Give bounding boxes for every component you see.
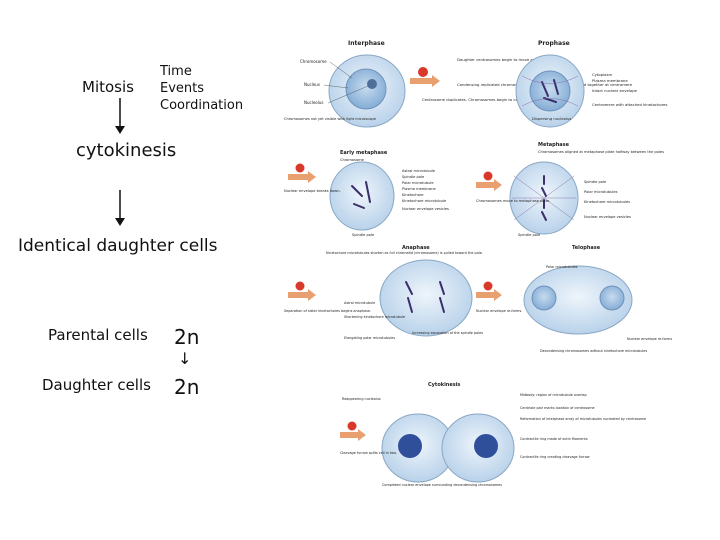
stage-title-metaphase: Metaphase [538,142,570,148]
telophase-nucleus-left [531,285,557,311]
telophase-nucleus-right [599,285,625,311]
identical-daughter-cells-label: Identical daughter cells [18,236,218,256]
label-nucleus: Nucleus [304,82,320,87]
events-item: Events [160,81,205,96]
label-centriole-pair: Centriole pair marks location of centros… [520,406,595,410]
label-m-spindle-pole: Spindle pole [584,180,607,184]
cytokinesis-nucleus-left [398,434,422,458]
label-increasing-separation: Increasing separation of the spindle pol… [412,331,483,335]
label-daughter-centrosomes: Daughter centrosomes begin to move apart… [457,57,542,62]
label-separation-sister-kinetochores: Separation of sister kinetochores begins… [284,309,371,313]
cytokinesis-label: cytokinesis [76,140,177,161]
cytokinesis-nucleus-right [474,434,498,458]
mitosis-stages-figure: Interphase Chromosome Nucleus Nucleolus … [284,40,672,487]
label-completed-nuclear-envelope: Completed nuclear envelope surrounding d… [382,483,502,487]
label-decondensing-chromosomes: Decondensing chromosomes without kinetoc… [540,349,647,353]
step-badge-5 [483,281,493,291]
label-polar-microtubules: Polar microtubules [584,190,618,194]
cytokinesis-arrowhead [115,218,125,226]
interphase-nucleus [345,68,387,110]
parental-cells-label: Parental cells [48,326,148,344]
time-events-coordination-list: Time Events Coordination [160,63,243,114]
label-kinetochore-microtubules-shorten: Kinetochore microtubules shorten as full… [326,251,483,255]
label-chromosome: Chromosome [300,59,327,64]
coordination-item: Coordination [160,98,244,113]
transition-arrow-3 [476,179,502,191]
label-cleavage-furrow-splits: Cleavage furrow splits cell in two. [340,451,397,455]
step-badge-2 [295,163,305,173]
label-reformation-interphase-array: Reformation of interphase array of micro… [520,417,646,421]
label-intact-nuclear-envelope: Intact nuclear envelope [592,88,638,93]
label-cytoplasm: Cytoplasm [592,72,612,77]
ploidy-down-arrow: ↓ [178,349,192,368]
transition-arrow-5 [476,289,502,301]
parental-ploidy: 2n [174,325,200,349]
label-aligned-metaphase-plate: Chromosomes aligned at metaphase plate h… [538,150,664,154]
label-m-nuclear-envelope-vesicles: Nuclear envelope vesicles [584,215,631,219]
label-m-spindle-pole-bottom: Spindle pole [518,233,541,237]
label-em-chromosome: Chromosome [340,158,365,162]
label-em-plasma-membrane: Plasma membrane [402,187,437,191]
label-kinetochore: Kinetochore [402,193,424,197]
stage-title-anaphase: Anaphase [402,245,430,251]
label-elongating-polar-microtubules: Elongating polar microtubules [344,336,395,340]
stage-title-cytokinesis: Cytokinesis [428,382,460,388]
time-item: Time [160,64,192,79]
telophase-cell [523,265,633,335]
transition-arrow-1 [410,75,440,87]
label-nuclear-envelope-vesicles: Nuclear envelope vesicles [402,207,449,211]
anaphase-chromosomes [405,281,445,313]
transition-arrow-4 [288,289,316,301]
label-t-polar-microtubules: Polar microtubules [546,265,578,269]
label-t-nuclear-envelope-reforms-right: Nuclear envelope re-forms [627,337,672,341]
label-centrosome-duplicates: Centrosome duplicates. Chromosomes begin… [422,97,570,102]
label-kinetochore-microtubule: Kinetochore microtubule [402,199,447,203]
label-nucleolus: Nucleolus [304,100,323,105]
metaphase-chromosomes [541,175,547,221]
stage-title-telophase: Telophase [572,245,601,251]
label-midbody: Midbody: region of microtubule overlap [520,393,587,397]
label-contractile-ring-furrow: Contractile ring creating cleavage furro… [520,455,590,459]
early-metaphase-chromosomes [351,181,371,209]
step-badge-4 [295,281,305,291]
mitosis-arrowhead [115,126,125,134]
label-shortening-kinetochore-microtubule: Shortening kinetochore microtubule [344,315,405,319]
label-astral-microtubule: Astral microtubule [402,169,436,173]
transition-arrow-2 [288,171,316,183]
stage-title-interphase: Interphase [348,40,385,47]
label-em-spindle-pole: Spindle pole [352,233,375,237]
label-spindle-pole: Spindle pole [402,175,425,179]
transition-arrow-6 [340,429,366,441]
step-badge-1 [418,67,428,77]
stage-title-early-metaphase: Early metaphase [340,150,388,156]
label-contractile-ring-actin: Contractile ring made of actin filaments [520,437,588,441]
label-move-to-plate: Chromosomes move to metaphase plate. [476,199,550,203]
label-plasma-membrane: Plasma membrane [592,78,628,83]
label-chromosomes-not-visible: Chromosomes not yet visible with light m… [284,117,377,121]
label-t-nuclear-envelope-reforms: Nuclear envelope re-forms. [476,309,522,313]
label-nuclear-envelope-breaks-down: Nuclear envelope breaks down. [284,189,341,193]
interphase-nucleolus [367,79,377,89]
prophase-nucleus [529,70,571,112]
label-centromere-kinetochores: Centromere with attached kinetochores [592,102,668,107]
label-a-astral-microtubule: Astral microtubule [344,301,375,305]
left-arrows [115,98,125,226]
anaphase-cell [379,259,473,337]
label-reappearing-nucleolus: Reappearing nucleolus [342,397,381,401]
daughter-cells-label: Daughter cells [42,376,151,394]
step-badge-6 [347,421,357,431]
stage-title-prophase: Prophase [538,40,570,47]
label-kinetochore-microtubules: Kinetochore microtubules [584,200,630,204]
step-badge-3 [483,171,493,181]
daughter-ploidy: 2n [174,375,200,399]
mitosis-label: Mitosis [82,78,134,96]
label-dispersing-nucleolus: Dispersing nucleolus [532,116,571,121]
label-polar-microtubule: Polar microtubule [402,181,434,185]
